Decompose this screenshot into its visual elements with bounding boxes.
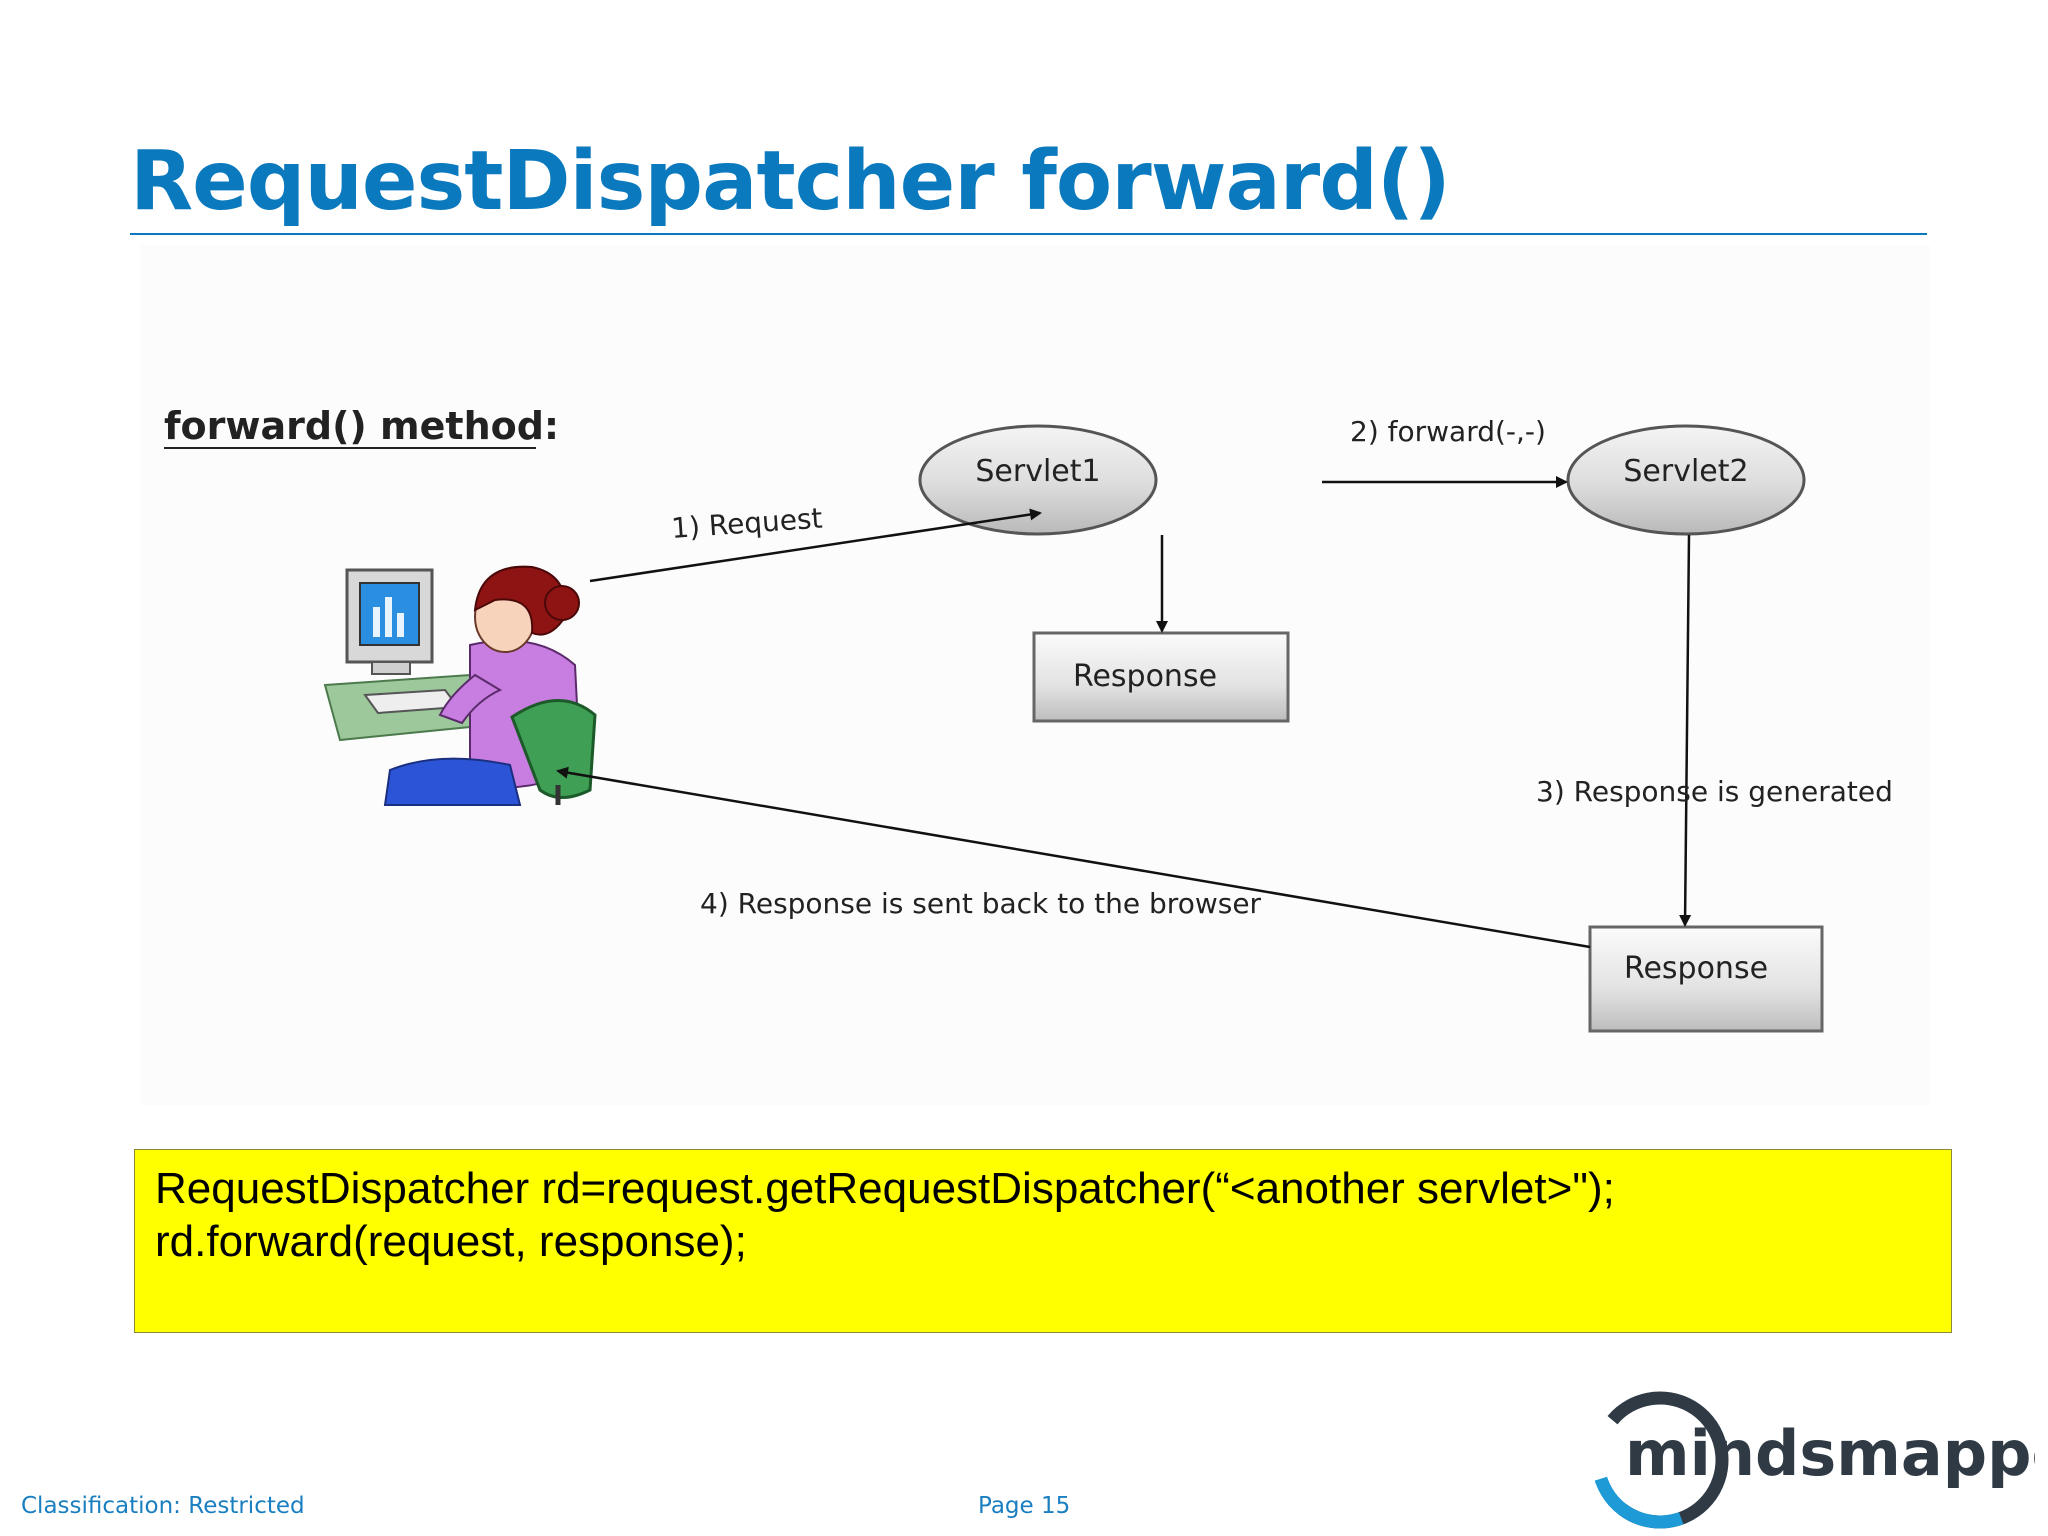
servlet2-label: Servlet2	[1623, 454, 1748, 489]
code-line-1: RequestDispatcher rd=request.getRequestD…	[155, 1164, 1615, 1213]
code-line-2: rd.forward(request, response);	[155, 1217, 747, 1266]
servlet1-node: Servlet1	[918, 424, 1158, 536]
slide-title: RequestDispatcher forward()	[130, 134, 1451, 229]
generated-edge-label: 3) Response is generated	[1536, 775, 1893, 808]
forward-flow-diagram: forward() method:	[164, 404, 1893, 1033]
response1-label: Response	[1073, 659, 1217, 694]
user-at-computer-icon	[323, 565, 597, 806]
response2-label: Response	[1624, 951, 1768, 986]
servlet1-label: Servlet1	[975, 454, 1100, 489]
request-edge-label: 1) Request	[670, 502, 823, 545]
diagram-heading: forward() method:	[164, 404, 559, 448]
servlet2-node: Servlet2	[1566, 424, 1806, 536]
sent-back-arrow	[556, 766, 1591, 949]
request-arrow	[589, 508, 1042, 583]
logo-wordmark: mindsmapped	[1625, 1417, 2035, 1490]
page-number: Page 15	[978, 1493, 1071, 1519]
sent-back-edge-label: 4) Response is sent back to the browser	[700, 887, 1262, 920]
servlet2-response-arrow	[1679, 534, 1692, 927]
response-node-2: Response	[1588, 925, 1824, 1033]
forward-edge-label: 2) forward(-,-)	[1350, 415, 1546, 448]
mindsmapped-logo: mindsmapped	[1591, 1391, 2035, 1529]
diagram-panel: forward() method:	[140, 245, 1930, 1105]
code-snippet-box: RequestDispatcher rd=request.getRequestD…	[134, 1149, 1952, 1333]
response-node-1: Response	[1032, 631, 1290, 723]
title-divider	[130, 233, 1927, 235]
classification-label: Classification: Restricted	[21, 1493, 305, 1519]
